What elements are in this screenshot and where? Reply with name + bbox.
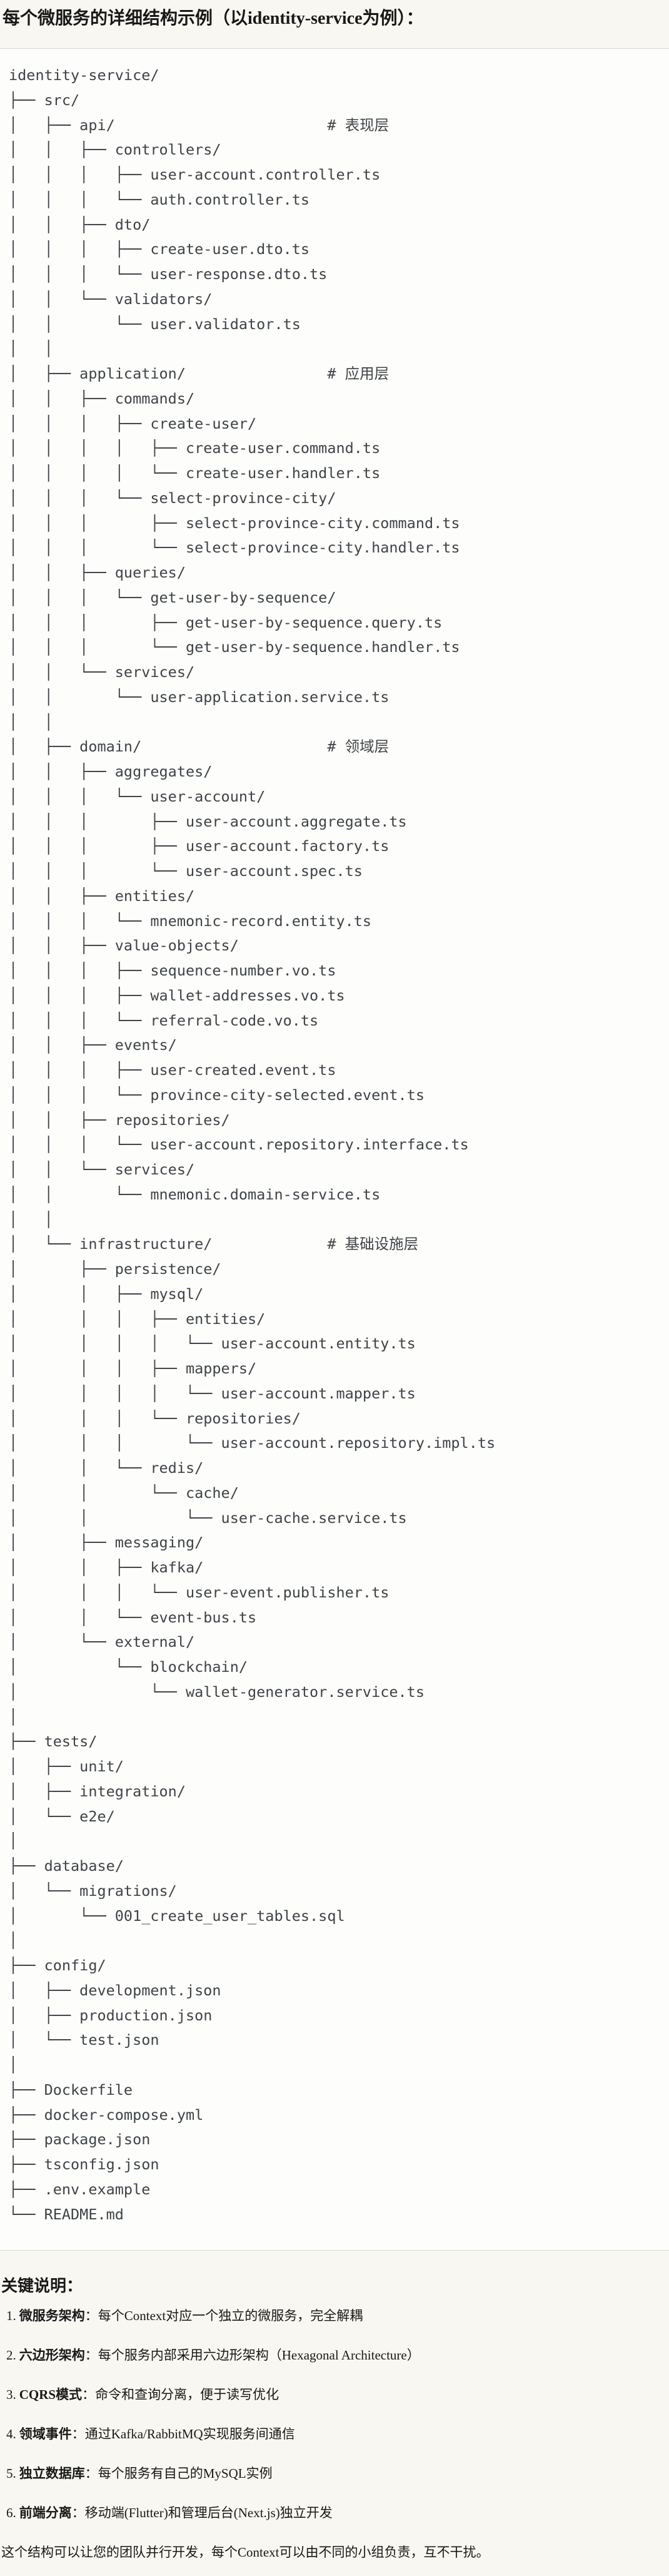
note-item: 5.独立数据库：每个服务有自己的MySQL实例 — [6, 2464, 669, 2483]
note-number: 2. — [6, 2348, 16, 2363]
footer-note: 这个结构可以让您的团队并行开发，每个Context可以由不同的小组负责，互不干扰… — [1, 2545, 490, 2560]
note-colon: ： — [84, 2348, 98, 2363]
note-colon: ： — [84, 2308, 98, 2324]
note-label: CQRS模式 — [19, 2387, 83, 2403]
note-colon: ： — [71, 2505, 85, 2521]
note-number: 5. — [6, 2466, 16, 2482]
notes-list: 1.微服务架构：每个Context对应一个独立的微服务，完全解耦 2.六边形架构… — [1, 2306, 669, 2522]
note-label: 六边形架构 — [19, 2348, 85, 2363]
notes-section: 关键说明： 1.微服务架构：每个Context对应一个独立的微服务，完全解耦 2… — [0, 2275, 669, 2562]
note-item: 1.微服务架构：每个Context对应一个独立的微服务，完全解耦 — [6, 2306, 669, 2325]
note-text: 命令和查询分离，便于读写优化 — [95, 2387, 279, 2403]
note-label: 独立数据库 — [19, 2466, 85, 2482]
note-item: 2.六边形架构：每个服务内部采用六边形架构（Hexagonal Architec… — [6, 2346, 669, 2365]
note-colon: ： — [84, 2466, 98, 2482]
note-label: 前端分离 — [19, 2505, 72, 2521]
note-number: 6. — [6, 2505, 16, 2521]
note-label: 领域事件 — [19, 2426, 72, 2442]
notes-heading: 关键说明： — [1, 2277, 83, 2296]
note-text: 每个服务有自己的MySQL实例 — [98, 2466, 273, 2482]
note-number: 1. — [6, 2308, 16, 2324]
page-title: 每个微服务的详细结构示例（以identity-service为例）： — [3, 9, 424, 28]
note-item: 6.前端分离：移动端(Flutter)和管理后台(Next.js)独立开发 — [6, 2503, 669, 2522]
note-text: 每个服务内部采用六边形架构（Hexagonal Architecture） — [98, 2348, 420, 2363]
note-text: 移动端(Flutter)和管理后台(Next.js)独立开发 — [84, 2505, 333, 2521]
note-text: 通过Kafka/RabbitMQ实现服务间通信 — [84, 2426, 295, 2442]
note-number: 3. — [6, 2387, 16, 2403]
note-label: 微服务架构 — [19, 2308, 85, 2324]
note-text: 每个Context对应一个独立的微服务，完全解耦 — [98, 2308, 363, 2324]
directory-tree: identity-service/ ├── src/ │ ├── api/ # … — [9, 66, 496, 2223]
note-item: 4.领域事件：通过Kafka/RabbitMQ实现服务间通信 — [6, 2425, 669, 2443]
code-block: identity-service/ ├── src/ │ ├── api/ # … — [0, 48, 669, 2251]
note-colon: ： — [82, 2387, 96, 2403]
note-item: 3.CQRS模式：命令和查询分离，便于读写优化 — [6, 2385, 669, 2404]
note-colon: ： — [71, 2426, 85, 2442]
note-number: 4. — [6, 2426, 16, 2442]
